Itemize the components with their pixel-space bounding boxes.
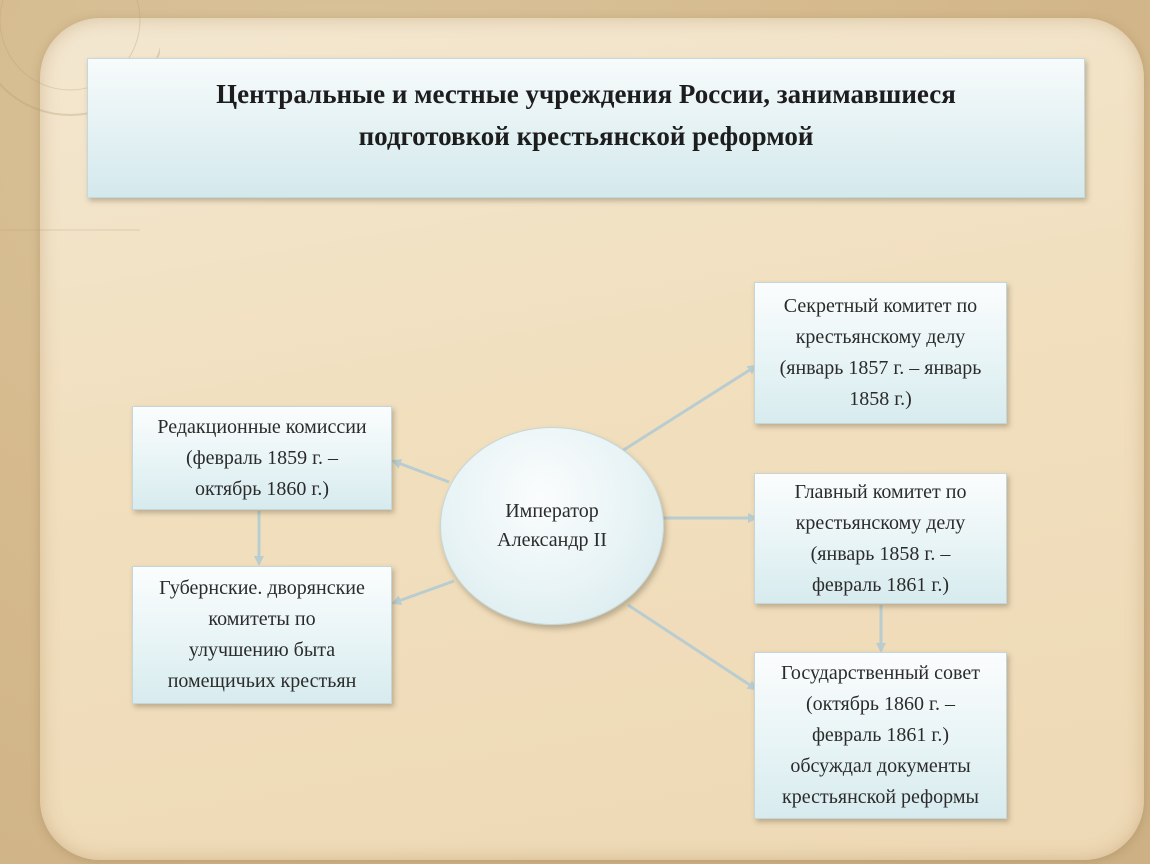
center-line-2: Александр II [497,529,607,551]
node-text-line: помещичьих крестьян [167,670,357,692]
node-text-line: февраль 1861 г.) [811,724,950,746]
title-line-2: подготовкой крестьянской реформой [358,121,814,151]
node-editorial-commissions: Редакционные комиссии (февраль 1859 г. –… [132,406,392,510]
center-node-emperor: Император Александр II [440,427,664,625]
node-text-line: Редакционные комиссии [157,415,367,438]
node-state-council: Государственный совет (октябрь 1860 г. –… [754,652,1007,819]
title-box: Центральные и местные учреждения России,… [87,58,1085,198]
center-line-1: Император [505,500,599,522]
decorative-compass-sketch [0,0,160,231]
arrow-to-editorial-commissions [391,459,450,484]
node-text-line: февраль 1861 г.) [811,573,950,596]
node-provincial-committees: Губернские. дворянские комитеты по улучш… [132,566,392,704]
node-text-line: (октябрь 1860 г. – [805,693,956,715]
node-text-line: (январь 1857 г. – январь [779,357,982,379]
node-text-line: обсуждал документы [790,755,971,777]
node-text-line: улучшению быта [188,639,336,661]
node-text-line: Главный комитет по [794,480,967,503]
node-text-line: октябрь 1860 г.) [194,477,330,500]
node-secret-committee: Секретный комитет по крестьянскому делу … [754,282,1007,424]
node-text-line: 1858 г.) [849,388,912,410]
arrow-to-state-council [627,603,758,691]
node-text-line: (февраль 1859 г. – [185,446,339,469]
node-text-line: Секретный комитет по [783,295,978,317]
node-text-line: (январь 1858 г. – [810,542,951,565]
node-text-line: Губернские. дворянские [159,577,365,599]
node-text-line: комитеты по [208,608,316,630]
node-main-committee: Главный комитет по крестьянскому делу (я… [754,473,1007,604]
title-line-1: Центральные и местные учреждения России,… [216,79,956,109]
node-text-line: крестьянской реформы [782,786,979,808]
arrow-to-secret-committee [621,364,758,453]
node-text-line: крестьянскому делу [795,326,966,348]
page-title: Центральные и местные учреждения России,… [128,73,1044,157]
arrow-to-provincial-committees [391,579,455,605]
node-text-line: крестьянскому делу [795,511,966,534]
node-text-line: Государственный совет [781,662,980,684]
